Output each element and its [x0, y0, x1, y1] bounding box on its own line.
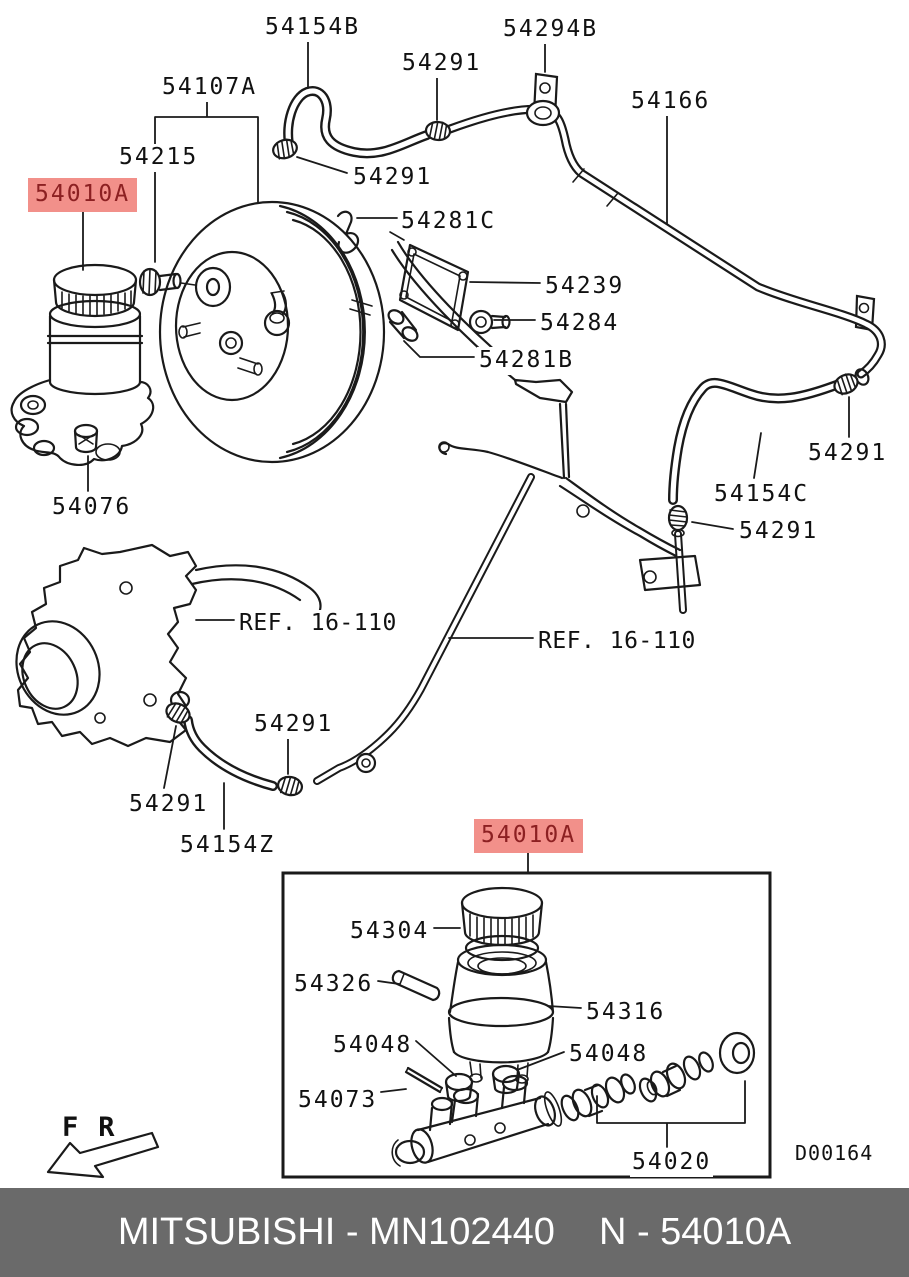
- part-label-54294b: 54294B: [501, 16, 601, 44]
- footer-bar: MITSUBISHI - MN102440 N - 54010A: [0, 1188, 909, 1277]
- part-label-54291-1: 54291: [400, 50, 484, 78]
- footer-brand-part: MITSUBISHI - MN102440: [117, 1211, 555, 1253]
- gasket-and-valves: [387, 243, 511, 342]
- part-label-54291-4: 54291: [737, 518, 821, 546]
- vacuum-pipe-upper: [283, 72, 886, 386]
- part-label-54239: 54239: [543, 273, 627, 301]
- leader-lines: [82, 39, 850, 1148]
- front-direction-arrow: [46, 1131, 160, 1179]
- vacuum-pipe-lower: [183, 473, 535, 791]
- part-label-54284: 54284: [538, 310, 622, 338]
- selected-part-label-inset[interactable]: 54010A: [474, 819, 584, 853]
- part-label-54076: 54076: [50, 494, 134, 522]
- part-label-54281b: 54281B: [477, 347, 577, 375]
- hose-right-and-bracket: [390, 240, 844, 614]
- part-label-54154b: 54154B: [263, 14, 363, 42]
- part-label-54326: 54326: [292, 971, 376, 999]
- part-label-54154z: 54154Z: [178, 832, 278, 860]
- vacuum-pump-outline: [15, 543, 322, 748]
- part-label-54166: 54166: [629, 88, 713, 116]
- part-label-54291-6: 54291: [127, 791, 211, 819]
- selected-part-label-top[interactable]: 54010A: [28, 178, 138, 212]
- part-label-54020: 54020: [630, 1149, 714, 1177]
- drawing-code: D00164: [795, 1141, 874, 1165]
- ref-label-right: REF. 16-110: [536, 628, 698, 656]
- master-cylinder-top: [10, 263, 155, 466]
- part-label-54073: 54073: [296, 1087, 380, 1115]
- front-direction-label: FR: [62, 1112, 135, 1143]
- part-label-54048-2: 54048: [567, 1041, 651, 1069]
- part-label-54316: 54316: [584, 999, 668, 1027]
- ref-label-left: REF. 16-110: [237, 610, 399, 638]
- brake-booster: [138, 200, 405, 464]
- footer-part-ref: N - 54010A: [598, 1211, 792, 1253]
- part-label-54215: 54215: [117, 144, 201, 172]
- part-label-54107a: 54107A: [160, 74, 260, 102]
- part-label-54291-5: 54291: [252, 711, 336, 739]
- part-label-54291-2: 54291: [351, 164, 435, 192]
- inset-detail-box: [281, 871, 772, 1179]
- part-label-54304: 54304: [348, 918, 432, 946]
- part-label-54291-3: 54291: [806, 440, 890, 468]
- part-label-54048-1: 54048: [331, 1032, 415, 1060]
- part-label-54281c: 54281C: [399, 208, 499, 236]
- part-label-54154c: 54154C: [712, 481, 812, 509]
